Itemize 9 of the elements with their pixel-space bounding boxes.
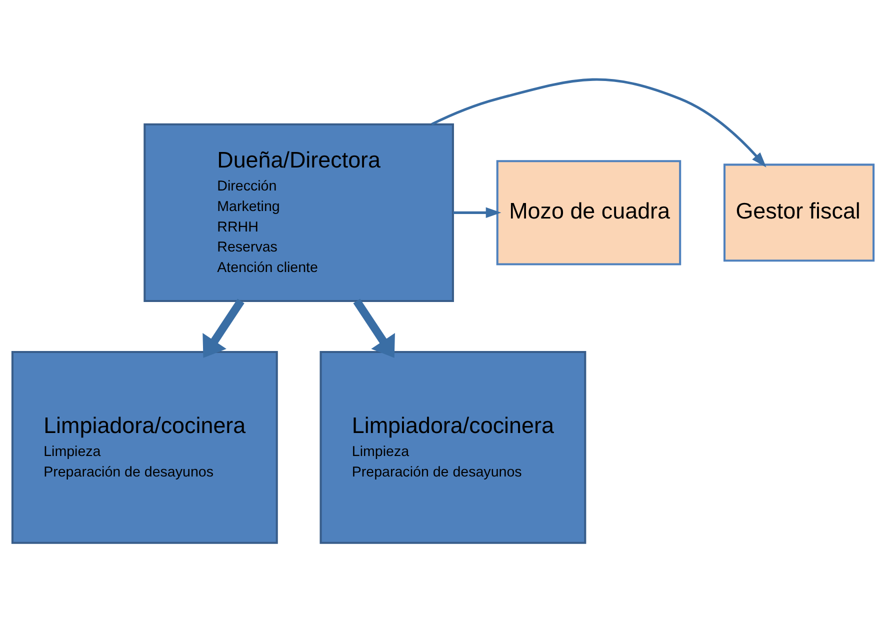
arrow [431,78,766,167]
node-box: Mozo de cuadra [496,160,682,265]
node-box: Gestor fiscal [723,163,875,262]
node-box: Limpiadora/cocinera Limpieza Preparación de desayunos [11,350,278,544]
arrow [353,298,395,358]
arrow [202,298,244,358]
node-box: Dueña/Directora Dirección Marketing RRHH Reservas Atención cliente [144,122,454,302]
node-box: Limpiadora/cocinera Limpieza Preparación de desayunos [320,350,586,544]
arrow [453,206,502,218]
